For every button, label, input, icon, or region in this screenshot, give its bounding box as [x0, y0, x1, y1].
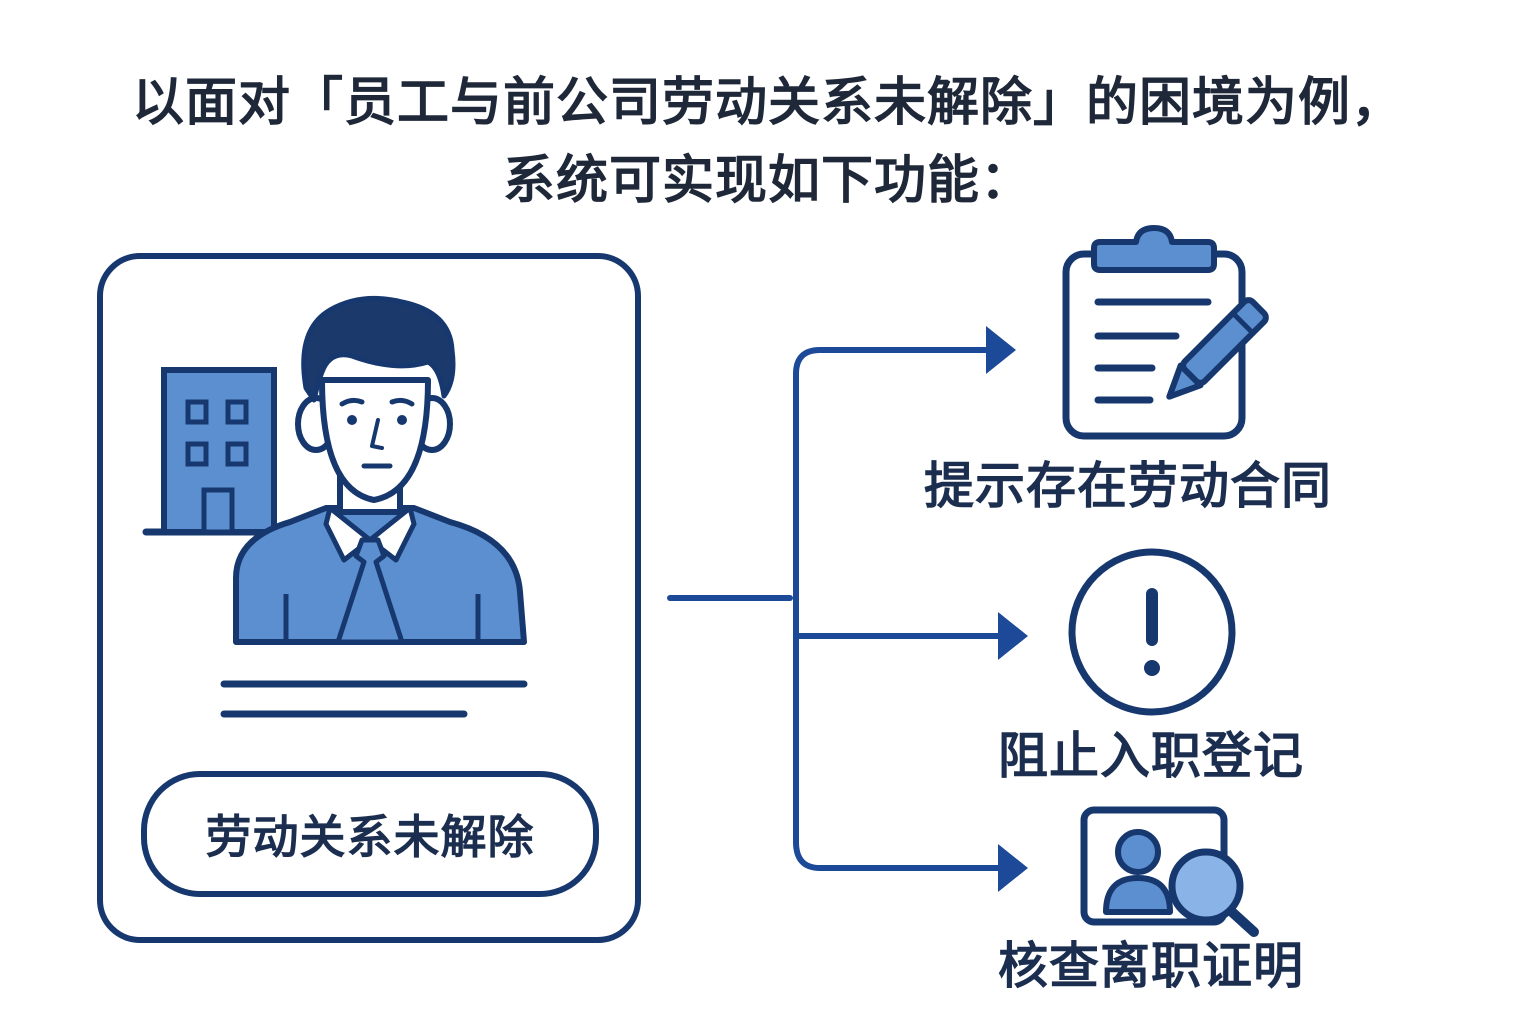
building-icon	[142, 367, 290, 536]
status-label: 劳动关系未解除	[205, 810, 535, 864]
clipboard-pencil-icon	[1062, 225, 1269, 440]
arrow-head-1	[986, 326, 1016, 374]
arrow-heads	[986, 326, 1028, 892]
function-label-3: 核查离职证明	[998, 937, 1304, 995]
arrow-head-3	[998, 844, 1028, 892]
arrow-head-2	[998, 612, 1028, 660]
employee-avatar-icon	[233, 295, 527, 645]
profile-search-icon	[1080, 806, 1259, 937]
title-line-1: 以面对「员工与前公司劳动关系未解除」的困境为例，	[131, 73, 1404, 133]
branch-connector	[667, 347, 1003, 871]
employee-card	[97, 253, 641, 943]
function-label-2: 阻止入职登记	[998, 727, 1304, 785]
page-title: 以面对「员工与前公司劳动关系未解除」的困境为例， 系统可实现如下功能：	[0, 64, 1536, 220]
function-label-1: 提示存在劳动合同	[924, 457, 1332, 515]
status-pill	[141, 771, 599, 897]
alert-circle-icon	[1068, 548, 1236, 716]
title-line-2: 系统可实现如下功能：	[502, 151, 1033, 211]
